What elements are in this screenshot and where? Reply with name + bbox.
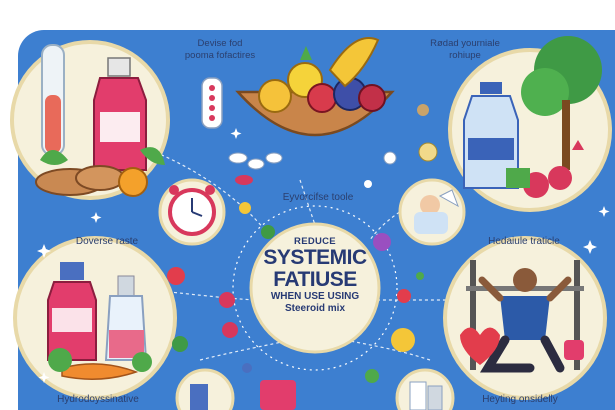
center-line-2: SYSTEMIC <box>263 246 367 269</box>
alarm-clock-illustration <box>158 178 226 246</box>
label-bottom-left: Hydrodoyssinative <box>57 394 139 405</box>
label-mid-left: Doverse raste <box>75 236 139 247</box>
sparkle-icons <box>37 128 610 383</box>
ring-dots <box>167 175 424 383</box>
label-mid-center: Eyvorcifse toole <box>282 192 354 203</box>
center-circle <box>249 222 381 354</box>
top-left-illustration <box>10 40 170 200</box>
pill-pack <box>201 77 223 129</box>
person-rest-illustration <box>398 178 466 246</box>
bottom-left-illustration <box>13 236 177 400</box>
bottom-items <box>175 368 455 410</box>
label-top-center: Devise fod pooma fofactires <box>184 38 256 61</box>
bottom-right-illustration <box>443 236 607 400</box>
center-title: REDUCE SYSTEMIC FATIUSE WHEN USE USING S… <box>252 236 378 315</box>
center-line-5: Steeroid mix <box>284 303 346 314</box>
center-ring <box>232 205 398 371</box>
label-bottom-right: Heyting onsidelly <box>482 394 558 405</box>
label-mid-right: Hedaiule traticle <box>488 236 560 247</box>
label-top-right: Rødad yourniale rohiupe <box>430 38 500 61</box>
top-right-illustration <box>448 36 612 212</box>
center-line-4: WHEN USE USING <box>270 291 360 302</box>
center-line-3: FATIUSE <box>273 268 357 291</box>
fruit-bowl-illustration <box>235 37 395 137</box>
center-line-1: REDUCE <box>294 236 336 247</box>
